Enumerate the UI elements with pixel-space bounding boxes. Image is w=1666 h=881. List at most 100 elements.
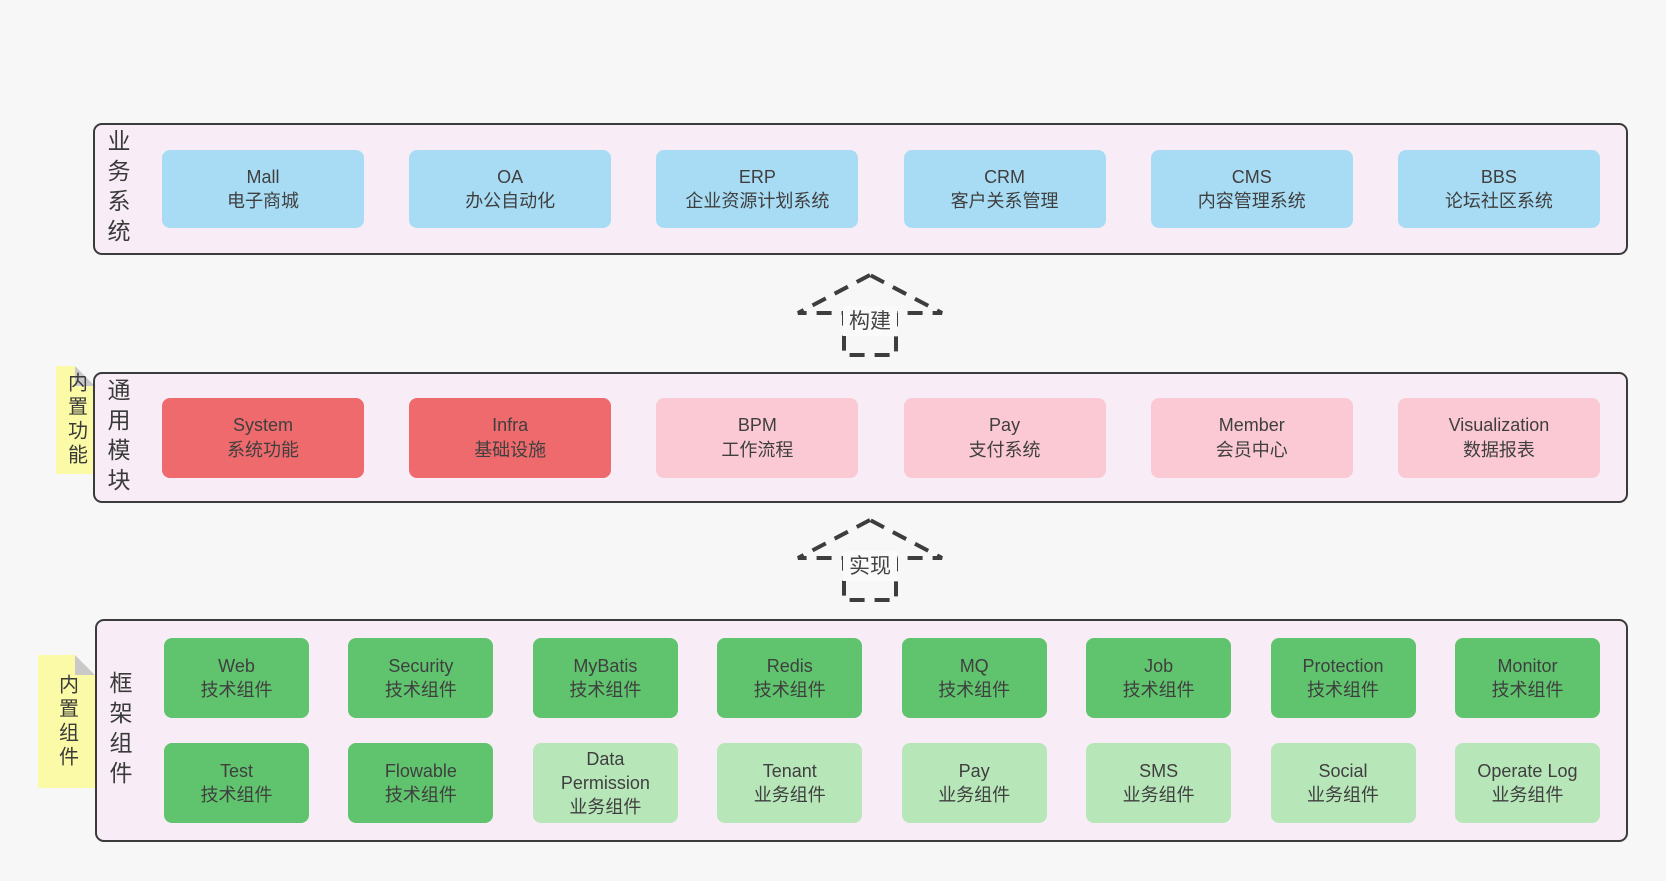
module-title: OA	[497, 166, 524, 187]
component-box: Security 技术组件	[348, 638, 494, 718]
component-title: Pay	[958, 760, 990, 781]
module-box: ERP 企业资源计划系统	[656, 150, 859, 228]
panel-common-modules: 通用模块 System 系统功能 Infra 基础设施 BPM 工作流程 Pay…	[93, 372, 1628, 503]
business-box-row: Mall 电子商城 OA 办公自动化 ERP 企业资源计划系统 CRM 客户关系…	[162, 150, 1600, 228]
component-subtitle: 业务组件	[569, 797, 642, 818]
component-title: Tenant	[762, 760, 817, 781]
sticky-note-builtin-components: 内置组件	[38, 655, 95, 788]
component-title: Flowable	[384, 760, 457, 781]
module-box: Member 会员中心	[1150, 397, 1353, 478]
module-subtitle: 基础设施	[474, 439, 547, 460]
module-box: OA 办公自动化	[409, 150, 612, 228]
module-subtitle: 企业资源计划系统	[685, 191, 830, 211]
component-title: Monitor	[1497, 655, 1558, 676]
component-subtitle: 技术组件	[200, 785, 273, 805]
component-box: SMS 业务组件	[1086, 743, 1232, 823]
module-subtitle: 数据报表	[1462, 439, 1535, 460]
module-box: Mall 电子商城	[162, 150, 364, 228]
component-box: Monitor 技术组件	[1454, 638, 1600, 718]
build-arrow: 构建	[795, 272, 945, 358]
module-title: BBS	[1480, 166, 1517, 187]
module-box: Pay 支付系统	[903, 397, 1106, 478]
component-title: Job	[1144, 655, 1174, 676]
component-box: Web 技术组件	[164, 638, 309, 718]
component-box: MQ 技术组件	[901, 638, 1047, 718]
component-subtitle: 技术组件	[384, 785, 457, 805]
module-box: BPM 工作流程	[656, 397, 859, 478]
component-subtitle: 业务组件	[938, 785, 1011, 805]
component-subtitle: 技术组件	[938, 680, 1011, 700]
arrow-label: 构建	[849, 310, 891, 333]
component-title: Redis	[766, 655, 813, 676]
module-title: CRM	[984, 166, 1026, 187]
module-title: Mall	[246, 166, 280, 187]
module-subtitle: 系统功能	[227, 439, 299, 460]
component-title: MQ	[959, 655, 989, 676]
component-box: Job 技术组件	[1086, 638, 1232, 718]
module-subtitle: 论坛社区系统	[1444, 191, 1553, 211]
module-subtitle: 会员中心	[1215, 439, 1288, 460]
arrow-outline	[797, 272, 943, 357]
component-box: Pay 业务组件	[901, 743, 1047, 823]
module-box: System 系统功能	[162, 397, 364, 478]
framework-box-row-2: Test 技术组件 Flowable 技术组件 Data Permission …	[164, 743, 1600, 823]
panel-label: 业务系统	[104, 129, 130, 249]
arrow-label: 实现	[849, 555, 891, 578]
component-subtitle: 业务组件	[1122, 785, 1195, 805]
component-title: MyBatis	[573, 655, 638, 676]
module-title: System	[232, 415, 293, 436]
framework-box-row-1: Web 技术组件 Security 技术组件 MyBatis 技术组件 Redi…	[164, 638, 1600, 718]
component-subtitle: 技术组件	[1307, 680, 1380, 700]
module-box: Infra 基础设施	[409, 397, 612, 478]
component-subtitle: 业务组件	[1307, 785, 1380, 805]
component-subtitle: 业务组件	[1491, 785, 1564, 805]
component-box: Flowable 技术组件	[348, 743, 494, 823]
component-box: Test 技术组件	[164, 743, 309, 823]
module-subtitle: 内容管理系统	[1197, 191, 1306, 211]
component-title: Data Permission	[560, 748, 650, 793]
panel-label: 框架组件	[106, 670, 132, 791]
component-title: Social	[1318, 760, 1368, 781]
arrow-outline	[797, 517, 943, 602]
module-box: Visualization 数据报表	[1397, 397, 1600, 478]
module-title: ERP	[738, 166, 776, 187]
component-box: Operate Log 业务组件	[1454, 743, 1600, 823]
note-label: 内置组件	[55, 673, 78, 770]
component-title: Test	[219, 760, 253, 781]
module-title: Member	[1218, 415, 1285, 436]
implement-arrow: 实现	[795, 517, 945, 603]
module-box: CRM 客户关系管理	[903, 150, 1106, 228]
component-subtitle: 技术组件	[384, 680, 457, 700]
component-box: Social 业务组件	[1270, 743, 1416, 823]
component-box: Protection 技术组件	[1270, 638, 1416, 718]
note-label: 内置功能	[64, 372, 87, 468]
module-title: CMS	[1231, 166, 1272, 187]
module-title: Infra	[492, 415, 529, 436]
component-title: Security	[388, 655, 454, 676]
panel-label: 通用模块	[104, 377, 130, 498]
module-box: CMS 内容管理系统	[1150, 150, 1353, 228]
module-subtitle: 办公自动化	[465, 191, 556, 211]
panel-business-systems: 业务系统 Mall 电子商城 OA 办公自动化 ERP 企业资源计划系统 CRM…	[93, 123, 1628, 255]
panel-framework-components: 框架组件 Web 技术组件 Security 技术组件 MyBatis 技术组件…	[95, 619, 1628, 842]
module-subtitle: 客户关系管理	[950, 191, 1059, 211]
component-box: MyBatis 技术组件	[532, 638, 678, 718]
component-subtitle: 技术组件	[753, 680, 826, 700]
component-subtitle: 技术组件	[1122, 680, 1195, 700]
module-subtitle: 电子商城	[227, 191, 299, 211]
module-title: BPM	[737, 415, 777, 436]
module-subtitle: 工作流程	[721, 439, 794, 460]
component-box: Redis 技术组件	[717, 638, 863, 718]
module-subtitle: 支付系统	[968, 439, 1041, 460]
component-title: SMS	[1139, 760, 1179, 781]
sticky-note-builtin-features: 内置功能	[56, 366, 95, 474]
component-subtitle: 技术组件	[200, 680, 273, 700]
module-box-row: System 系统功能 Infra 基础设施 BPM 工作流程 Pay 支付系统…	[162, 397, 1600, 478]
component-title: Operate Log	[1477, 760, 1578, 781]
component-subtitle: 技术组件	[569, 680, 642, 700]
component-subtitle: 技术组件	[1491, 680, 1564, 700]
component-subtitle: 业务组件	[753, 785, 826, 805]
component-title: Web	[218, 655, 255, 676]
module-title: Visualization	[1448, 415, 1550, 436]
